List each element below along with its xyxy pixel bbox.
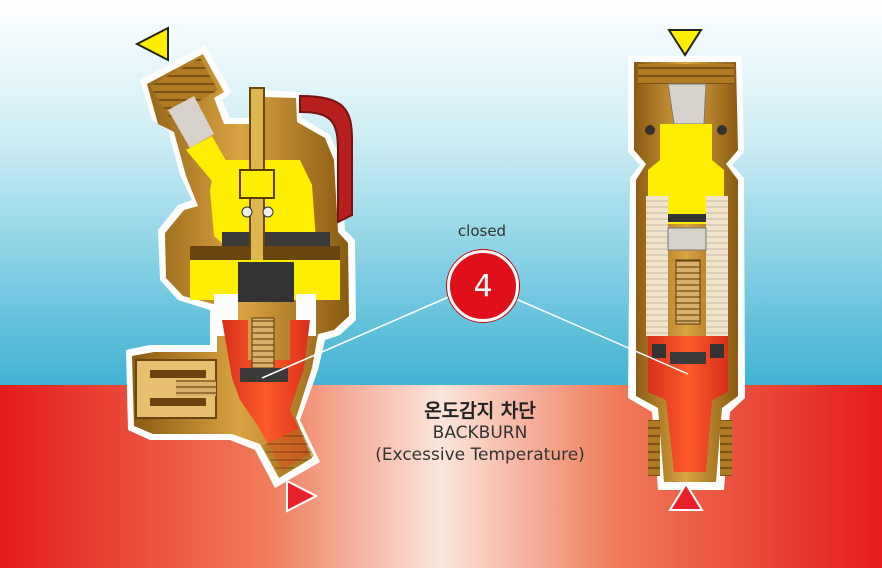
caption-block: 온도감지 차단 BACKBURN (Excessive Temperature) [330,400,630,466]
caption-detail: (Excessive Temperature) [375,445,585,465]
valve-status-label: closed [457,222,507,240]
inlet-arrow-icon [667,29,703,57]
inlet-arrow-icon [134,26,169,62]
outlet-arrow-icon [668,482,704,511]
leader-line-right [499,291,689,375]
outlet-arrow-icon [286,479,319,513]
step-number: 4 [473,268,493,304]
caption-english: BACKBURN [432,423,528,443]
leader-line-left [261,291,461,379]
caption-korean: 온도감지 차단 [424,400,536,422]
cool-zone-background [0,0,882,385]
right-valve-cutaway [628,56,745,490]
left-valve-cutaway [126,45,356,488]
step-number-badge: 4 [447,250,519,322]
